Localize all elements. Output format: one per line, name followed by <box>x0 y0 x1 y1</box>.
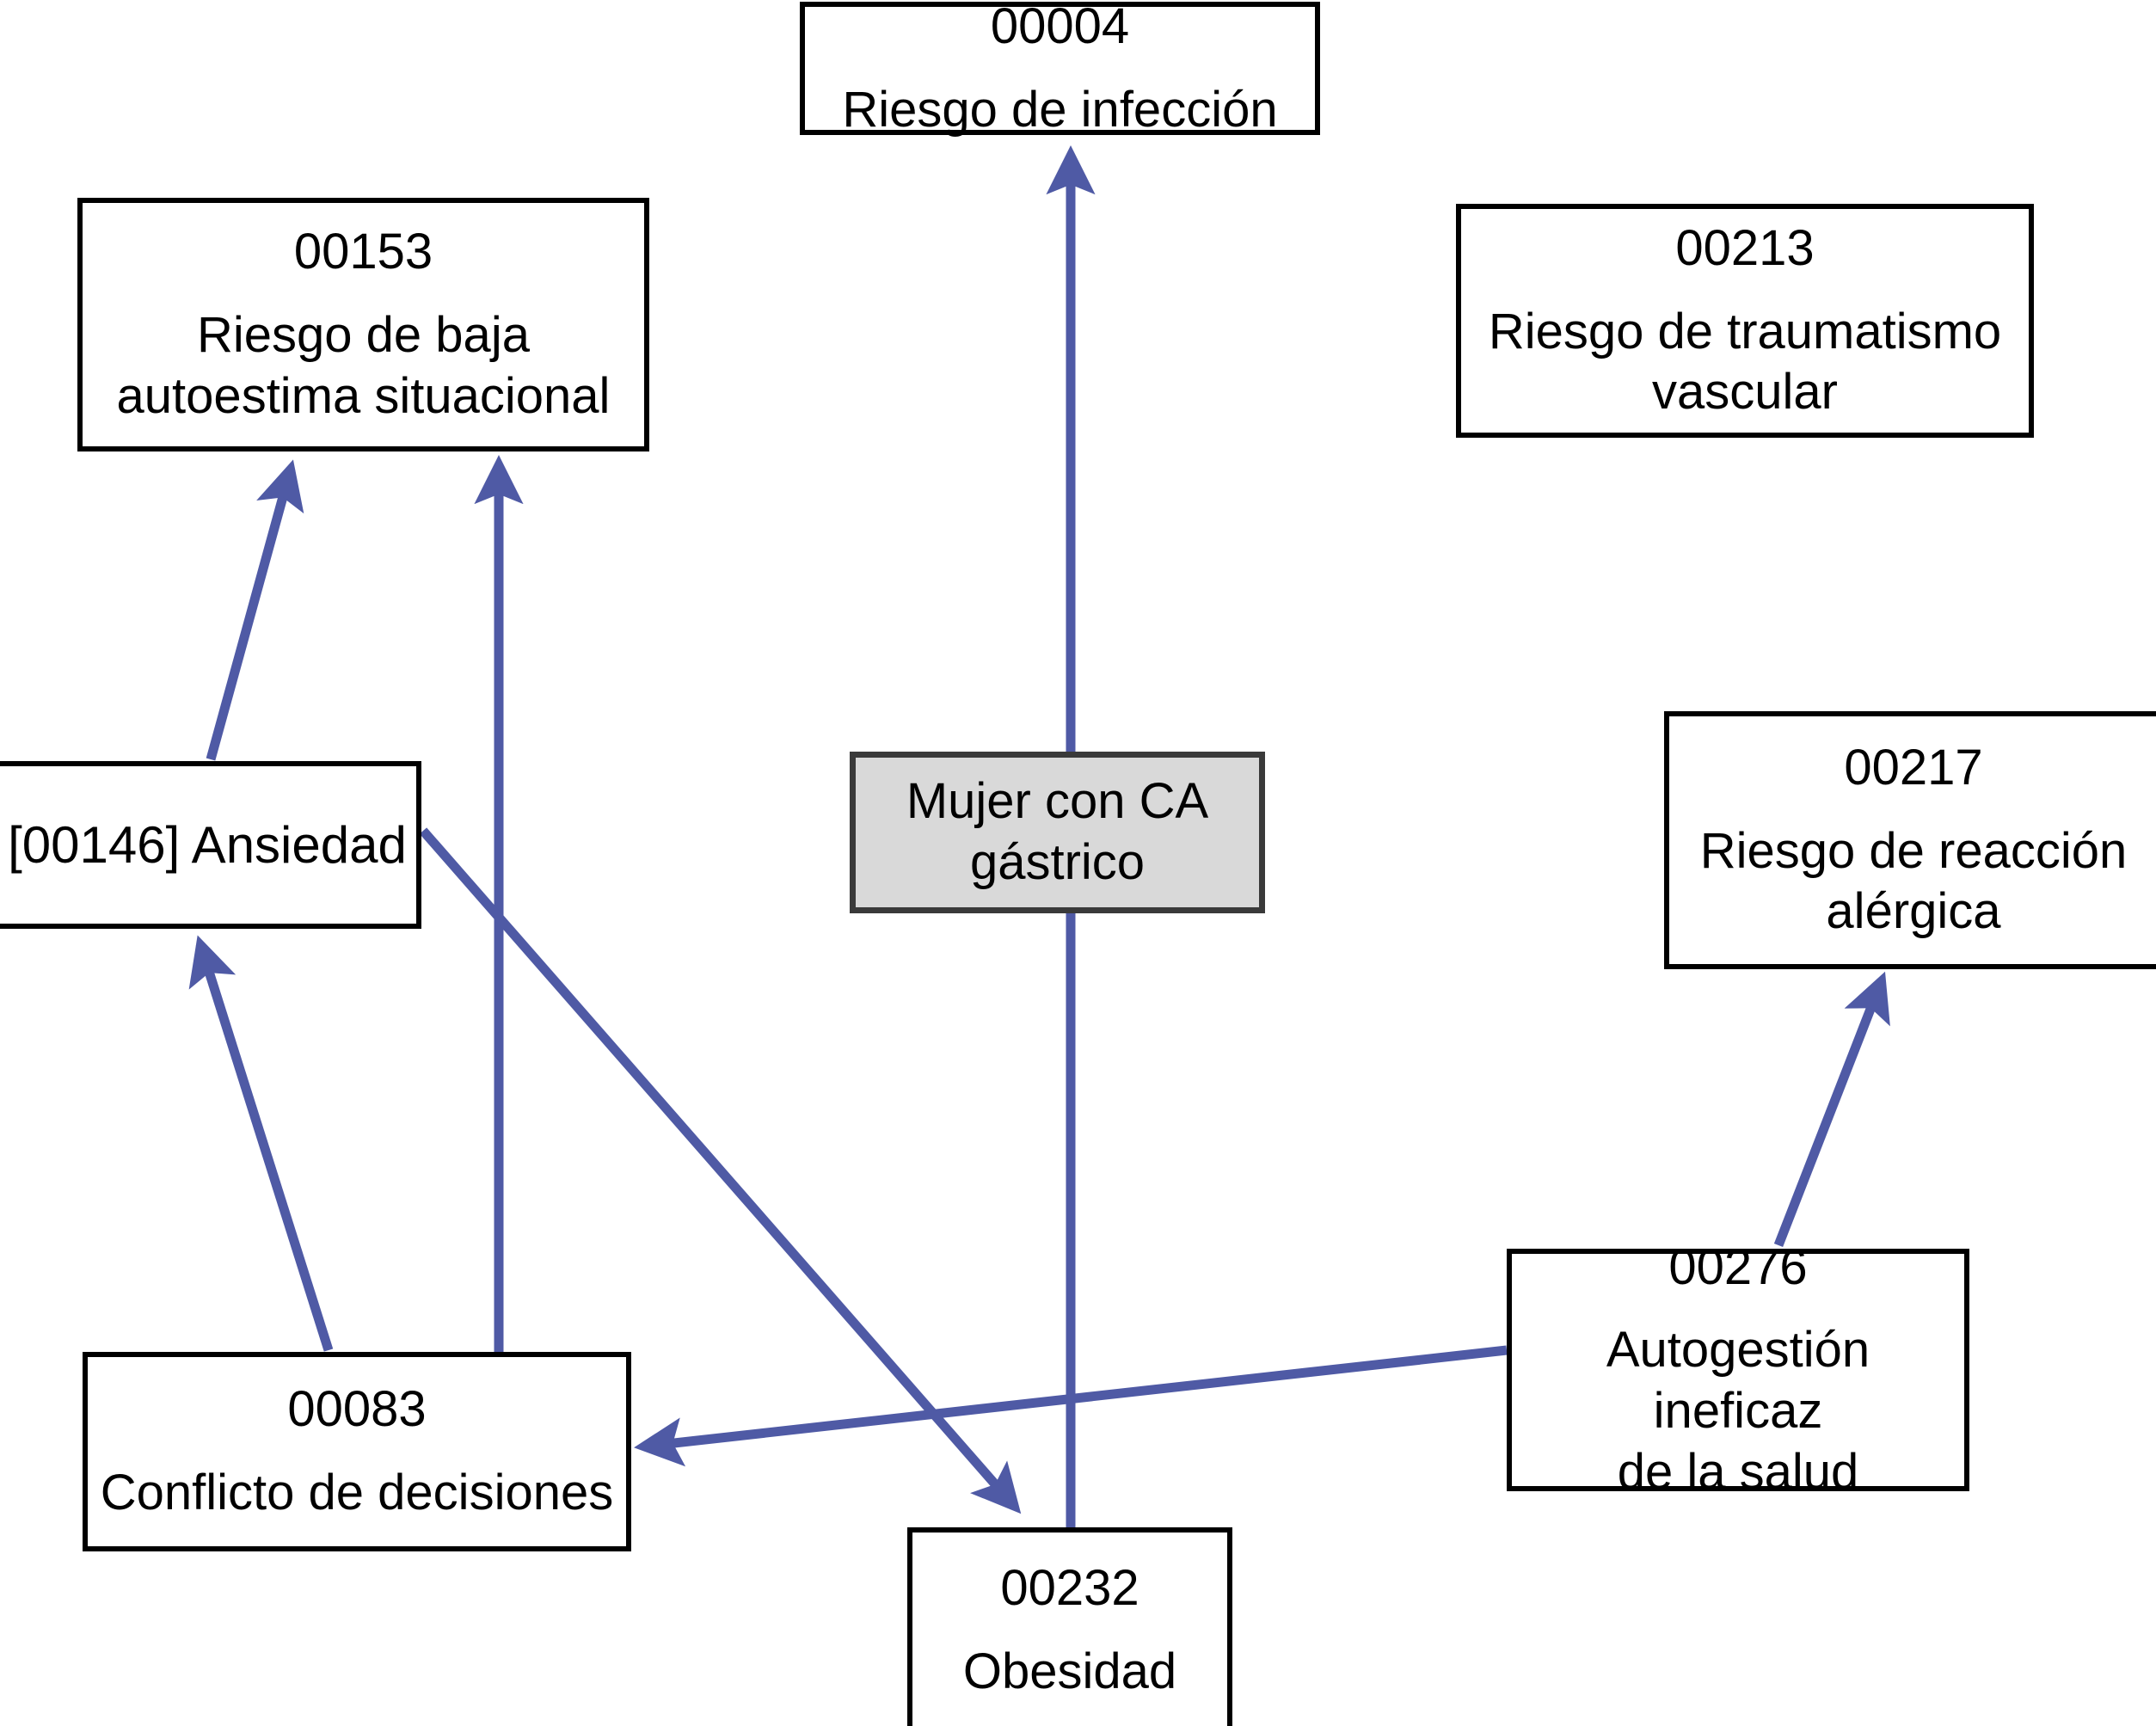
edge-e-conflicto-ansiedad <box>188 935 334 1352</box>
node-label: Autogestión ineficaz de la salud <box>1606 1322 1870 1500</box>
node-code: 00004 <box>990 0 1130 54</box>
node-code: 00153 <box>293 224 433 280</box>
node-label: Obesidad <box>962 1643 1177 1699</box>
node-code: 00276 <box>1668 1238 1808 1295</box>
node-label: Mujer con CA gástrico <box>906 773 1209 890</box>
node-label: Riesgo de baja autoestima situacional <box>116 307 611 424</box>
node-00217[interactable]: 00217 Riesgo de reacción alérgica <box>1664 711 2156 969</box>
node-00004[interactable]: 00004 Riesgo de infección <box>800 0 1320 138</box>
node-00276[interactable]: 00276 Autogestión ineficaz de la salud <box>1507 1239 1969 1500</box>
node-label: Riesgo de traumatismo vascular <box>1488 303 2002 421</box>
node-label: [00146] Ansiedad <box>8 815 407 874</box>
node-label: Riesgo de reacción alérgica <box>1699 822 2128 940</box>
node-center-patient[interactable]: Mujer con CA gástrico <box>850 752 1265 913</box>
edge-e-autogestion-conflicto <box>634 1345 1508 1467</box>
node-00146[interactable]: [00146] Ansiedad <box>0 761 421 929</box>
node-00153[interactable]: 00153 Riesgo de baja autoestima situacio… <box>77 198 649 451</box>
node-code: 00217 <box>1844 739 1983 795</box>
node-code: 00083 <box>287 1381 427 1438</box>
node-code: 00232 <box>1000 1560 1139 1617</box>
node-code: 00213 <box>1675 219 1815 276</box>
edge-e-autogestion-alergica <box>1773 971 1890 1247</box>
node-label: Conflicto de decisiones <box>100 1465 614 1520</box>
node-00213[interactable]: 00213 Riesgo de traumatismo vascular <box>1456 204 2034 438</box>
node-00083[interactable]: 00083 Conflicto de decisiones <box>83 1352 631 1551</box>
node-label: Riesgo de infección <box>842 81 1278 138</box>
node-00232[interactable]: 00232 Obesidad <box>907 1527 1232 1726</box>
edge-e-ansiedad-autoestima <box>206 459 304 761</box>
